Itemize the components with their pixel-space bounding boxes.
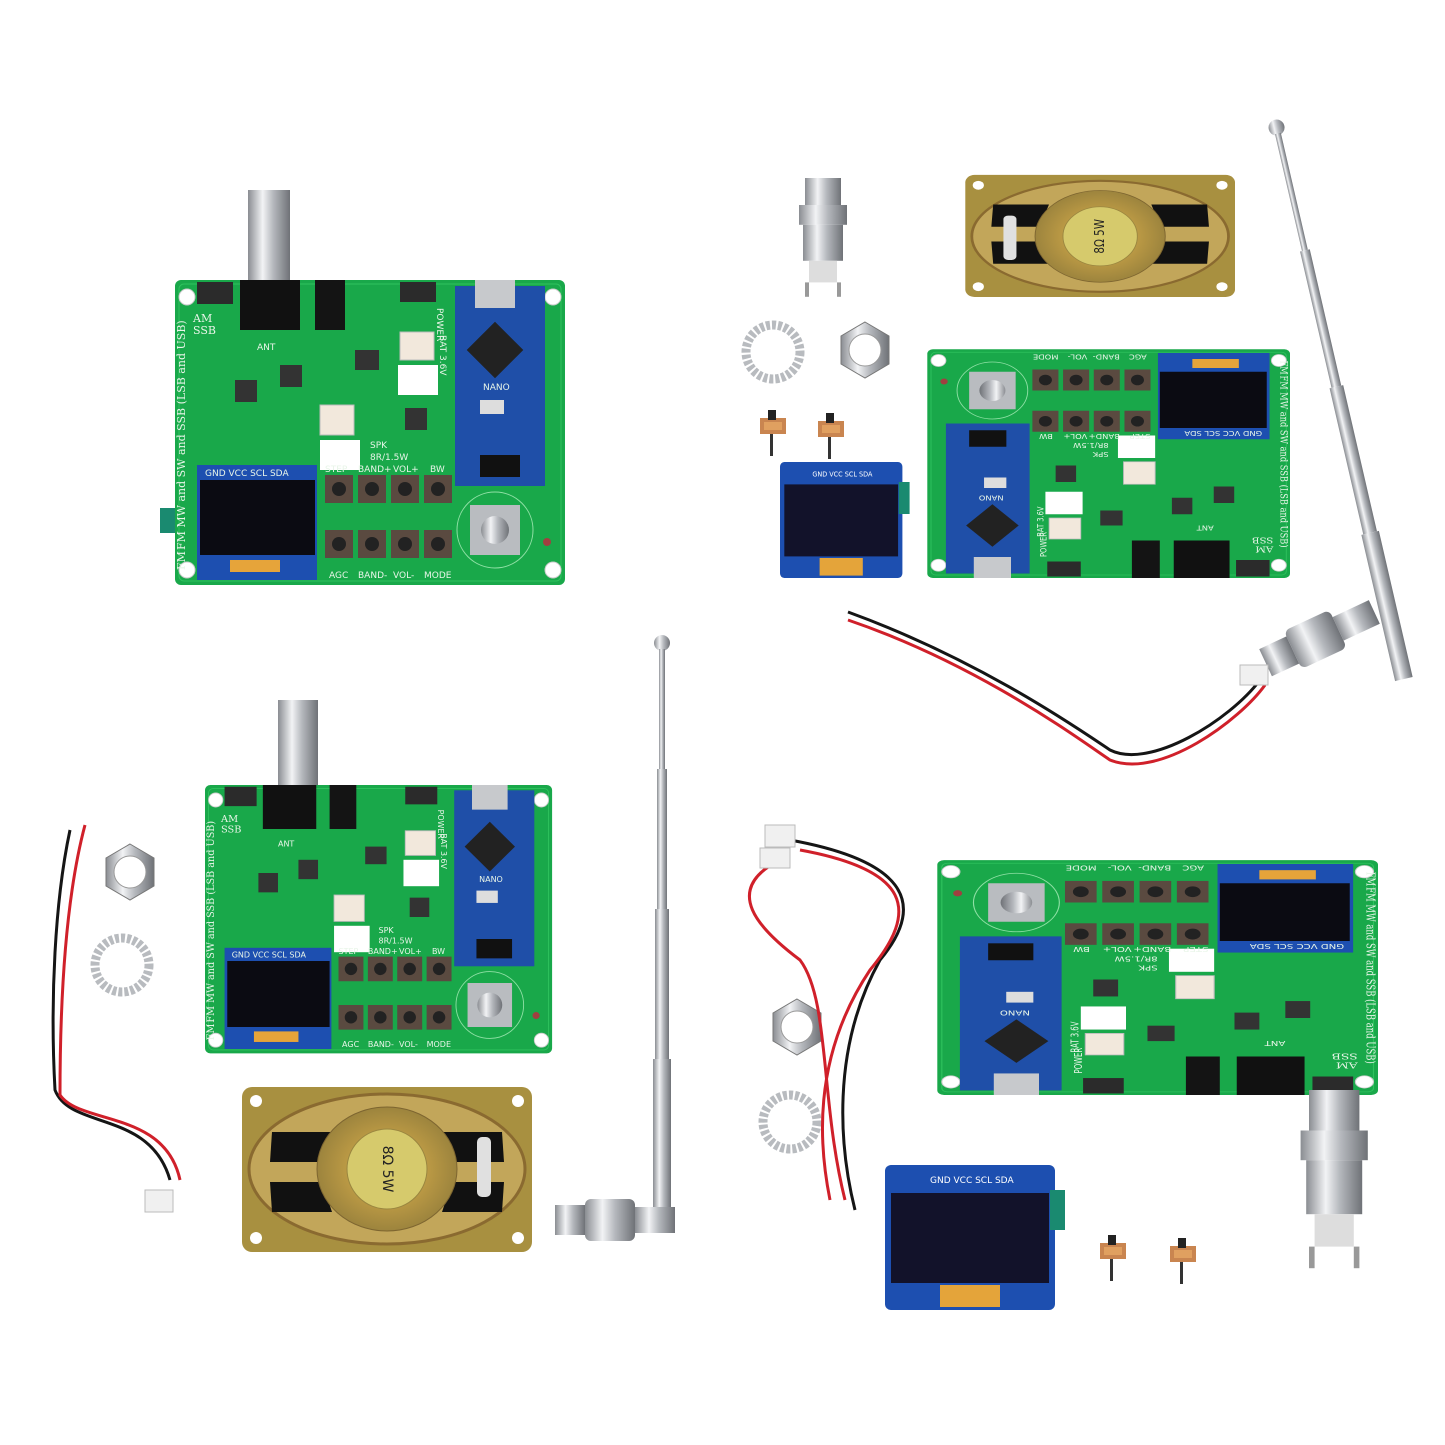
- bnc-jack: [278, 700, 318, 790]
- board-title: FM MW and SW and SSB (LSB and USB): [175, 320, 188, 550]
- oled-module-pin-labels: GND VCC SCL SDA: [930, 1176, 1014, 1186]
- nut-top-right: [840, 321, 890, 379]
- bnc-plug-top-right: [1256, 592, 1384, 682]
- oled-top-right: [780, 462, 910, 578]
- pcb-top-right: [926, 348, 1291, 579]
- jst-cable-bottom-right: [747, 824, 905, 1211]
- ant-label: ANT: [257, 343, 276, 353]
- speaker-marking: 8Ω 5W: [379, 1146, 395, 1193]
- nano-label: NANO: [483, 383, 510, 393]
- button-label-bw: BW: [430, 465, 445, 475]
- speaker-bottom-left: 8Ω 5W: [242, 1087, 532, 1252]
- washer-bottom-right: [763, 1095, 817, 1149]
- switch-1-bottom-right: [1100, 1235, 1126, 1281]
- button-label-vol-plus: VOL+: [393, 465, 419, 475]
- jst-cable-bottom-left: [51, 824, 182, 1213]
- button-label-band-minus: BAND-: [358, 571, 387, 581]
- bnc-connector-top-right: [799, 178, 847, 297]
- quadrant-bottom-left: 8Ω 5W: [51, 635, 675, 1252]
- button-label-agc: AGC: [329, 571, 348, 581]
- pcb-bottom-left: [204, 784, 553, 1054]
- bat-label: BAT 3.6V: [437, 335, 447, 376]
- button-grid: [325, 475, 452, 558]
- spk-spec: 8R/1.5W: [370, 453, 408, 463]
- fm-label: FM: [175, 551, 188, 570]
- nut-bottom-left: [105, 843, 155, 901]
- washer-bottom-left: [95, 938, 149, 992]
- oled-pin-labels: GND VCC SCL SDA: [205, 469, 289, 479]
- button-label-vol-minus: VOL-: [393, 571, 414, 581]
- bnc-jack: [248, 190, 290, 285]
- am-label: AM: [192, 312, 212, 325]
- oled-ribbon: [160, 508, 175, 533]
- quadrant-top-left: NANO AM SSB ANT POWER BAT 3.6V SPK 8R/1.…: [160, 190, 565, 585]
- speaker-top-right: [963, 173, 1237, 299]
- jst-cable-top-right: [847, 610, 1269, 766]
- spk-label: SPK: [370, 441, 388, 451]
- radio-pcb-board: NANO AM SSB ANT POWER BAT 3.6V SPK 8R/1.…: [175, 280, 565, 585]
- nut-bottom-right: [772, 998, 822, 1056]
- quadrant-bottom-right: GND VCC SCL SDA: [747, 824, 1379, 1310]
- switch-1-top-right: [760, 410, 786, 456]
- antenna-bottom-left: [653, 635, 671, 1209]
- button-label-band-plus: BAND+: [358, 465, 392, 475]
- power-label: POWER: [434, 308, 444, 341]
- button-label-step: STEP: [325, 465, 348, 475]
- button-label-mode: MODE: [424, 571, 452, 581]
- arduino-nano: [455, 286, 545, 486]
- switch-2-bottom-right: [1170, 1238, 1196, 1284]
- pcb-top-left: NANO AM SSB ANT POWER BAT 3.6V SPK 8R/1.…: [175, 280, 565, 585]
- bnc-connector-bottom-right: [1300, 1090, 1368, 1269]
- washer-top-right: [746, 325, 800, 379]
- speaker: 8Ω 5W: [242, 1087, 532, 1252]
- pcb-bottom-right: [936, 859, 1379, 1096]
- switch-2-top-right: [818, 413, 844, 459]
- oled-bottom-right: GND VCC SCL SDA: [885, 1165, 1065, 1310]
- ssb-label: SSB: [193, 324, 216, 337]
- oled-display-module: GND VCC SCL SDA: [885, 1165, 1065, 1310]
- quadrant-top-right: [746, 117, 1413, 766]
